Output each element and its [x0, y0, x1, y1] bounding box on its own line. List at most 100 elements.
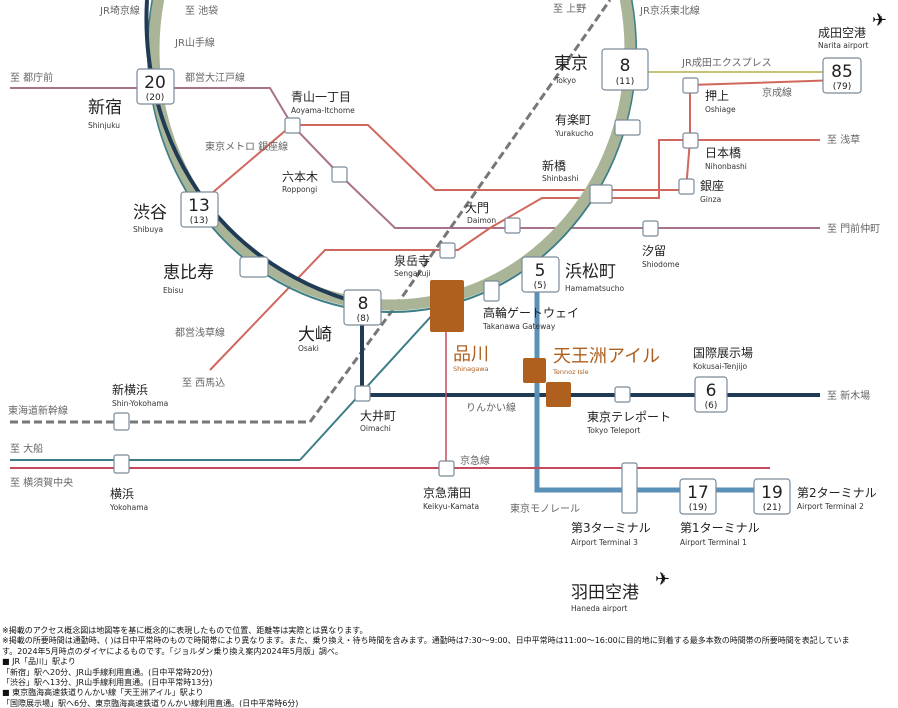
station-tokyo-en: Tokyo [554, 76, 576, 85]
time-box-shinjuku: 20(20) [136, 68, 175, 105]
station-shiodome: 汐留 [642, 243, 666, 258]
oedo-line [10, 87, 820, 229]
station-marker-oshiage [682, 77, 699, 94]
direction-ikebukuro: 至 池袋 [185, 4, 218, 17]
svg-text:5: 5 [535, 261, 546, 281]
time-box-t1: 17(19) [679, 478, 717, 515]
saikyo-line [144, 0, 364, 395]
station-teleport: 東京テレポート [587, 410, 671, 424]
keihin-line-diag [299, 299, 447, 461]
keisei-line [685, 79, 841, 191]
station-daimon: 大門 [465, 201, 489, 215]
svg-text:(5): (5) [534, 281, 547, 291]
svg-text:85: 85 [831, 62, 853, 82]
direction-tochomae: 至 都庁前 [10, 71, 53, 84]
station-yokohama: 横浜 [110, 487, 134, 501]
svg-text:(21): (21) [763, 503, 781, 513]
time-box-osaki: 8(8) [343, 289, 382, 326]
airplane-icon: ✈ [872, 10, 887, 31]
route-map: JR埼京線 JR山手線 都営大江戸線 東京メトロ 銀座線 JR京浜東北線 JR成… [8, 0, 887, 613]
shinkansen-line [10, 0, 612, 424]
station-marker-sengakuji [439, 242, 456, 259]
station-marker-kamata [438, 460, 455, 477]
station-shinyokohama: 新横浜 [112, 382, 148, 397]
note: ※掲載の所要時間は通勤時、( )は日中平常時のもので時間帯により異なります。また… [2, 636, 850, 646]
time-box-kokusai: 6(6) [694, 376, 728, 413]
keisei-line-label: 京成線 [762, 86, 792, 99]
note: 「新宿」駅へ20分、JR山手線利用直通。(日中平常時20分) [2, 667, 213, 677]
station-ebisu: 恵比寿 [163, 263, 214, 283]
nex-line-label: JR成田エクスプレス [681, 57, 772, 69]
direction-ueno: 至 上野 [553, 3, 586, 15]
note: ※掲載のアクセス概念図は地図等を基に概念的に表現したもので位置、距離等は実際とは… [2, 626, 368, 635]
station-shibuya-en: Shibuya [133, 225, 163, 234]
svg-text:(79): (79) [833, 82, 851, 92]
station-t1: 第1ターミナル [680, 521, 760, 535]
station-shiodome-en: Shiodome [642, 260, 680, 269]
direction-asakusa: 至 浅草 [827, 133, 860, 146]
keihin-line-ring [147, 0, 637, 313]
station-marker-tennozu-b [546, 382, 571, 407]
time-box-shibuya: 13(13) [180, 191, 219, 228]
station-aoyama: 青山一丁目 [291, 90, 351, 104]
station-marker-oimachi [354, 385, 371, 402]
ginza-line-label: 東京メトロ 銀座線 [205, 140, 288, 153]
station-ebisu-en: Ebisu [163, 286, 183, 295]
station-t1-en: Airport Terminal 1 [680, 538, 747, 547]
keihin-line-label: JR京浜東北線 [639, 4, 700, 17]
station-kokusai-en: Kokusai-Tenjijo [693, 362, 748, 371]
station-roppongi: 六本木 [282, 170, 318, 184]
station-marker-teleport [614, 386, 631, 403]
station-osaki: 大崎 [298, 325, 332, 345]
svg-text:(6): (6) [705, 401, 718, 411]
station-roppongi-en: Roppongi [282, 185, 317, 194]
ginza-line [197, 124, 686, 206]
direction-nishimagome: 至 西馬込 [182, 377, 225, 389]
station-marker-roppongi [331, 166, 348, 183]
station-marker-yurakucho [614, 119, 641, 136]
station-yokohama-en: Yokohama [109, 503, 148, 512]
station-t2-en: Airport Terminal 2 [797, 502, 864, 511]
rinkai-line-label: りんかい線 [466, 401, 516, 414]
svg-text:8: 8 [620, 56, 631, 76]
station-yurakucho-en: Yurakucho [554, 129, 594, 138]
station-kokusai: 国際展示場 [693, 346, 753, 360]
station-marker-shinbashi [589, 184, 613, 204]
station-kamata-en: Keikyu-Kamata [423, 502, 479, 511]
oedo-line-label: 都営大江戸線 [185, 71, 245, 84]
svg-text:(13): (13) [190, 216, 208, 226]
station-shinjuku: 新宿 [88, 98, 122, 118]
direction-yokosuka: 至 横須賀中央 [10, 476, 73, 489]
asakusa-line-label: 都営浅草線 [175, 326, 225, 339]
station-aoyama-en: Aoyama-Itchome [291, 106, 355, 115]
direction-monzen: 至 門前仲町 [827, 222, 880, 235]
station-marker-ginza [678, 178, 695, 195]
station-marker-shinagawa [430, 280, 464, 332]
station-marker-takanawa [483, 280, 500, 302]
keikyu-line-label: 京急線 [460, 454, 490, 467]
station-haneda: 羽田空港 [571, 583, 639, 603]
station-marker-t3 [621, 462, 638, 514]
time-box-t2: 19(21) [753, 478, 791, 515]
station-oimachi-en: Oimachi [360, 424, 391, 433]
station-daimon-en: Daimon [467, 216, 496, 225]
station-haneda-en: Haneda airport [571, 604, 628, 613]
station-osaki-en: Osaki [298, 344, 319, 353]
yamanote-line-label: JR山手線 [174, 36, 215, 49]
svg-text:20: 20 [144, 73, 166, 93]
station-kamata: 京急蒲田 [423, 485, 471, 500]
station-narita: 成田空港 [818, 26, 866, 40]
svg-text:6: 6 [706, 381, 717, 401]
svg-text:13: 13 [188, 196, 210, 216]
footnotes: ※掲載のアクセス概念図は地図等を基に概念的に表現したもので位置、距離等は実際とは… [2, 626, 850, 708]
station-shinagawa-en: Shinagawa [453, 365, 489, 373]
note: 「渋谷」駅へ13分、JR山手線利用直通。(日中平常時13分) [2, 678, 213, 688]
station-ginza: 銀座 [700, 178, 724, 193]
station-shinyokohama-en: Shin-Yokohama [112, 399, 168, 408]
station-tennozu-en: Tennoz Isle [552, 368, 589, 376]
station-nihonbashi: 日本橋 [705, 146, 741, 160]
time-box-tokyo: 8(11) [601, 48, 649, 91]
station-marker-aoyama [284, 117, 301, 134]
station-oshiage-en: Oshiage [705, 105, 736, 114]
shinkansen-line-label: 東海道新幹線 [8, 404, 68, 417]
